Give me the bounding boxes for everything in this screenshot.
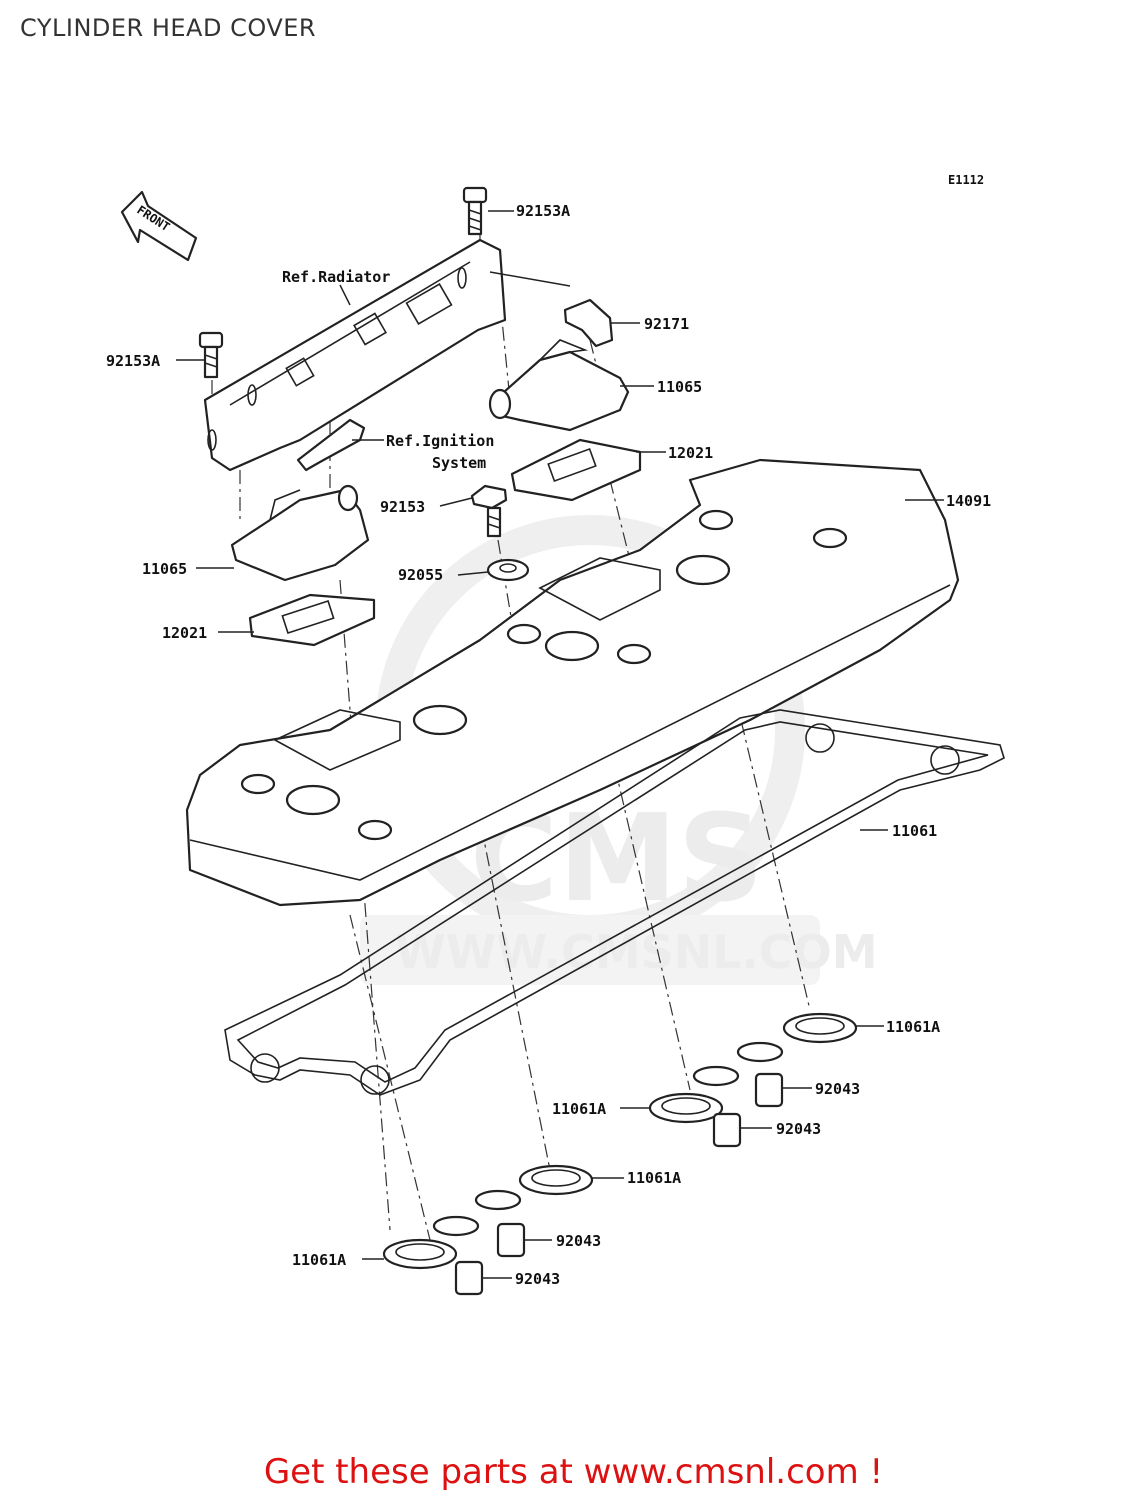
cover-11065-left [230, 484, 370, 582]
seal-11061a-1 [782, 1012, 858, 1044]
seal-11061a-4 [382, 1238, 458, 1270]
cylinder-head-cover-14091 [185, 458, 960, 907]
label-11065-left: 11065 [142, 560, 187, 578]
label-92043-2: 92043 [776, 1120, 821, 1138]
front-arrow-icon: FRONT [120, 190, 198, 262]
radiator-bracket [203, 238, 507, 472]
footer-link[interactable]: Get these parts at www.cmsnl.com ! [263, 1452, 884, 1492]
label-92043-4: 92043 [515, 1270, 560, 1288]
label-11061: 11061 [892, 822, 937, 840]
label-92043-1: 92043 [815, 1080, 860, 1098]
label-92153a-top: 92153A [516, 202, 570, 220]
clamp-92171 [563, 298, 614, 348]
label-ref-ignition-system: System [432, 454, 486, 472]
washer-92055 [486, 558, 530, 582]
gasket-11061 [224, 709, 1005, 1096]
label-12021-left: 12021 [162, 624, 207, 642]
label-ref-radiator: Ref.Radiator [282, 268, 390, 286]
label-11061a-1: 11061A [886, 1018, 940, 1036]
label-92171: 92171 [644, 315, 689, 333]
label-92055: 92055 [398, 566, 443, 584]
label-14091: 14091 [946, 492, 991, 510]
bolt-92153a-left [198, 331, 224, 379]
label-92153: 92153 [380, 498, 425, 516]
grommets [432, 1041, 784, 1237]
gasket-12021-left [248, 593, 376, 647]
seal-11061a-3 [518, 1164, 594, 1196]
seal-11061a-2 [648, 1092, 724, 1124]
watermark-url: WWW.CMSNL.COM [395, 925, 878, 979]
leader-lines [176, 210, 944, 1279]
cover-11065-right [488, 339, 630, 432]
parts-diagram: CMS WWW.CMSNL.COM E1112 FRONT [106, 173, 1005, 1296]
label-11065-right: 11065 [657, 378, 702, 396]
label-11061a-2: 11061A [552, 1100, 606, 1118]
bolt-92153 [470, 484, 508, 538]
bolt-92153a-top [462, 186, 488, 236]
page-title: CYLINDER HEAD COVER [20, 14, 317, 42]
label-11061a-3: 11061A [627, 1169, 681, 1187]
gasket-12021-right [510, 438, 642, 502]
diagram-code: E1112 [948, 173, 984, 187]
label-92153a-left: 92153A [106, 352, 160, 370]
sleeves-92043 [454, 1072, 784, 1296]
label-ref-ignition: Ref.Ignition [386, 432, 494, 450]
label-11061a-4: 11061A [292, 1251, 346, 1269]
label-92043-3: 92043 [556, 1232, 601, 1250]
label-12021-right: 12021 [668, 444, 713, 462]
